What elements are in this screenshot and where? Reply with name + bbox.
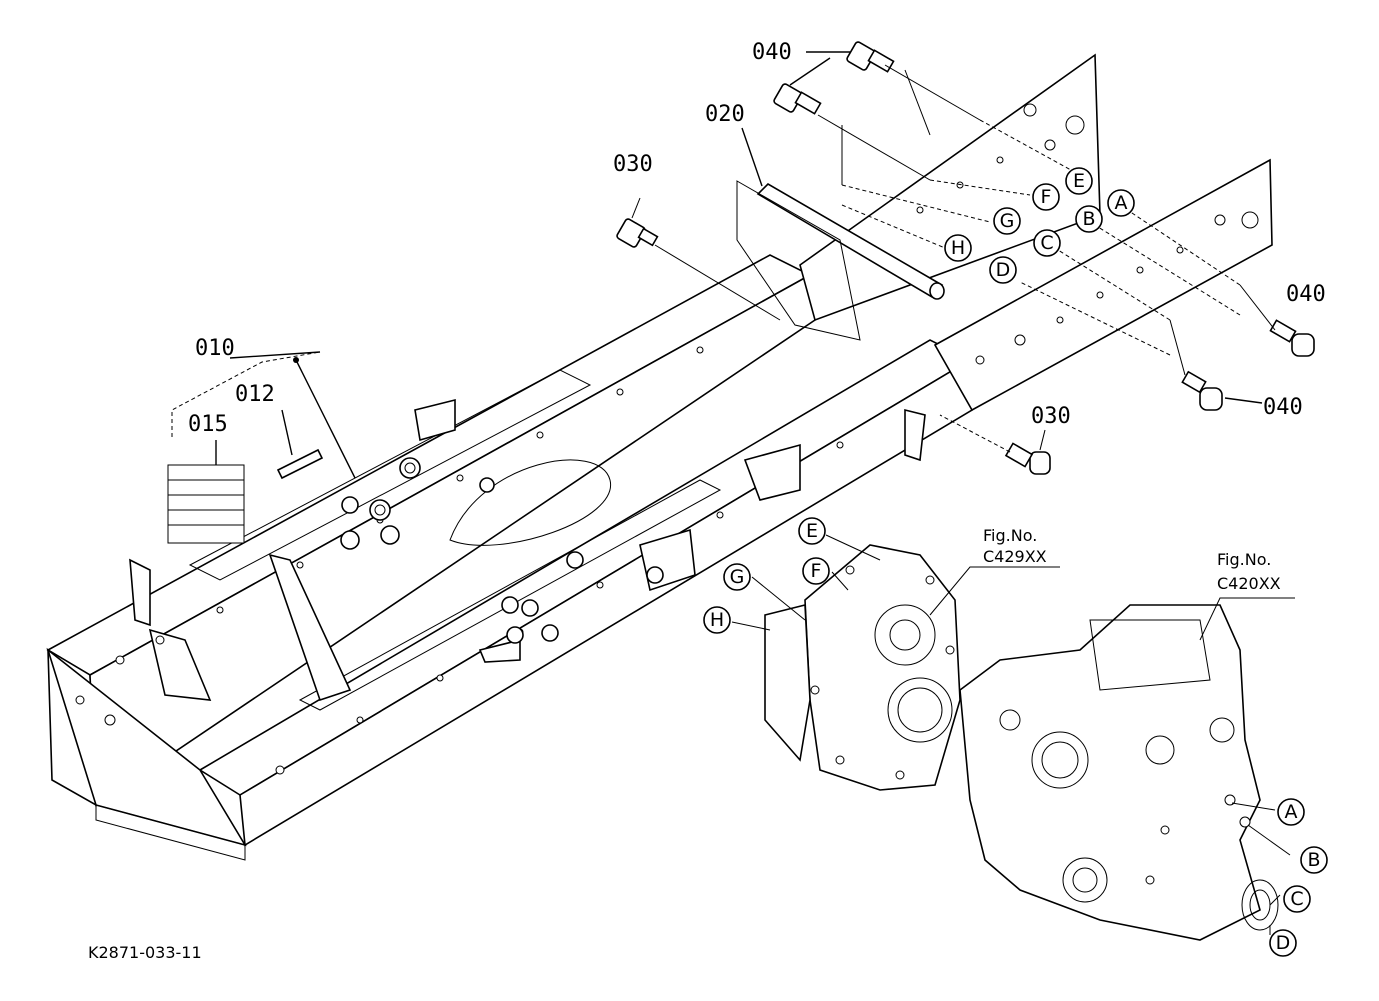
circle-D-right: D <box>1269 929 1297 957</box>
rear-plate-right <box>933 158 1273 412</box>
right-case-c420xx <box>959 604 1279 941</box>
svg-text:A: A <box>1115 192 1128 214</box>
bolt-040-b <box>773 83 822 115</box>
svg-text:D: D <box>996 259 1011 281</box>
svg-text:F: F <box>811 560 822 582</box>
circle-F-mid: F <box>802 557 830 585</box>
circle-B-right: B <box>1300 846 1328 874</box>
label-030-upper: 030 <box>613 152 653 177</box>
frame-assembly <box>46 53 1273 861</box>
bolt-030-lower <box>1004 442 1051 475</box>
circle-G-frame: G <box>993 207 1021 235</box>
svg-text:E: E <box>1073 170 1085 192</box>
mid-case-c429xx <box>764 544 961 791</box>
svg-text:B: B <box>1307 849 1320 871</box>
label-040-right-upper: 040 <box>1286 282 1326 307</box>
circle-H-frame: H <box>944 234 972 262</box>
circle-F-frame: F <box>1032 183 1060 211</box>
bolt-040-c <box>1269 319 1315 357</box>
frame-circle-letters: E F G H A B C D <box>944 167 1135 284</box>
label-040-top: 040 <box>752 40 792 65</box>
circle-A-right: A <box>1277 798 1305 826</box>
circle-H-mid: H <box>703 606 731 634</box>
svg-text:C: C <box>1040 232 1053 254</box>
circle-C-right: C <box>1283 885 1311 913</box>
circle-E-mid: E <box>798 517 826 545</box>
svg-text:H: H <box>951 237 965 259</box>
svg-text:B: B <box>1082 208 1095 230</box>
bolt-030-upper <box>616 218 659 248</box>
right-case-circle-letters: A B C D <box>1269 798 1328 957</box>
mid-case-circle-letters: E F G H <box>703 517 830 634</box>
bolts <box>616 41 1315 475</box>
bolt-040-a <box>846 41 895 73</box>
circle-G-mid: G <box>723 563 751 591</box>
part-number-labels: 010 012 015 020 030 030 040 040 040 <box>188 40 1326 437</box>
svg-text:D: D <box>1276 932 1291 954</box>
frame-nuts <box>340 457 664 644</box>
circle-A-frame: A <box>1107 189 1135 217</box>
label-015: 015 <box>188 412 228 437</box>
right-caption-line2: C420XX <box>1217 574 1281 593</box>
svg-text:A: A <box>1285 801 1298 823</box>
label-012: 012 <box>235 382 275 407</box>
mid-caption-line2: C429XX <box>983 547 1047 566</box>
svg-text:C: C <box>1290 888 1303 910</box>
label-040-right-lower: 040 <box>1263 395 1303 420</box>
svg-text:E: E <box>806 520 818 542</box>
svg-text:G: G <box>1000 210 1015 232</box>
diagram-id: K2871-033-11 <box>88 943 202 962</box>
label-010: 010 <box>195 336 235 361</box>
circle-E-frame: E <box>1065 167 1093 195</box>
svg-text:G: G <box>730 566 745 588</box>
leader-lines <box>167 51 1295 935</box>
right-caption-line1: Fig.No. <box>1217 550 1271 569</box>
circle-D-frame: D <box>989 256 1017 284</box>
circle-C-frame: C <box>1033 229 1061 257</box>
label-030-lower: 030 <box>1031 404 1071 429</box>
mid-caption-line1: Fig.No. <box>983 526 1037 545</box>
shaft-020 <box>736 180 945 341</box>
svg-text:F: F <box>1041 186 1052 208</box>
figure-references: Fig.No. C429XX Fig.No. C420XX <box>983 526 1281 593</box>
svg-text:H: H <box>710 609 724 631</box>
bolt-040-d <box>1181 370 1223 411</box>
label-020: 020 <box>705 102 745 127</box>
circle-B-frame: B <box>1075 205 1103 233</box>
